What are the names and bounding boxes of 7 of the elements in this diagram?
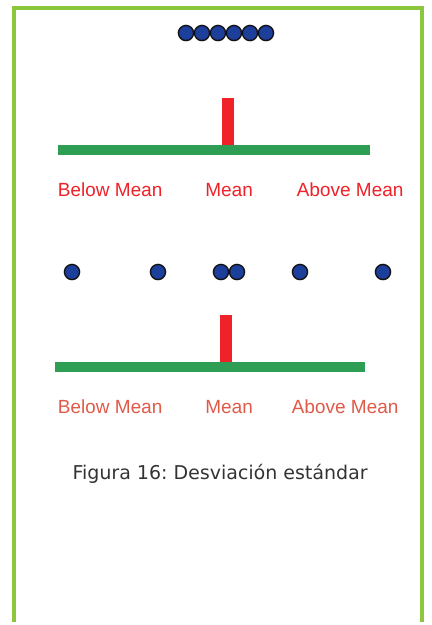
axis-label: Above Mean [290, 396, 400, 420]
axis-label: Mean [204, 179, 254, 203]
axis-label: Above Mean [296, 179, 404, 203]
figure-caption: Figura 16: Desviación estándar [71, 462, 369, 484]
axis-label: Mean [204, 396, 254, 420]
axis-label: Below Mean [56, 179, 164, 203]
axis-label: Below Mean [56, 396, 164, 420]
